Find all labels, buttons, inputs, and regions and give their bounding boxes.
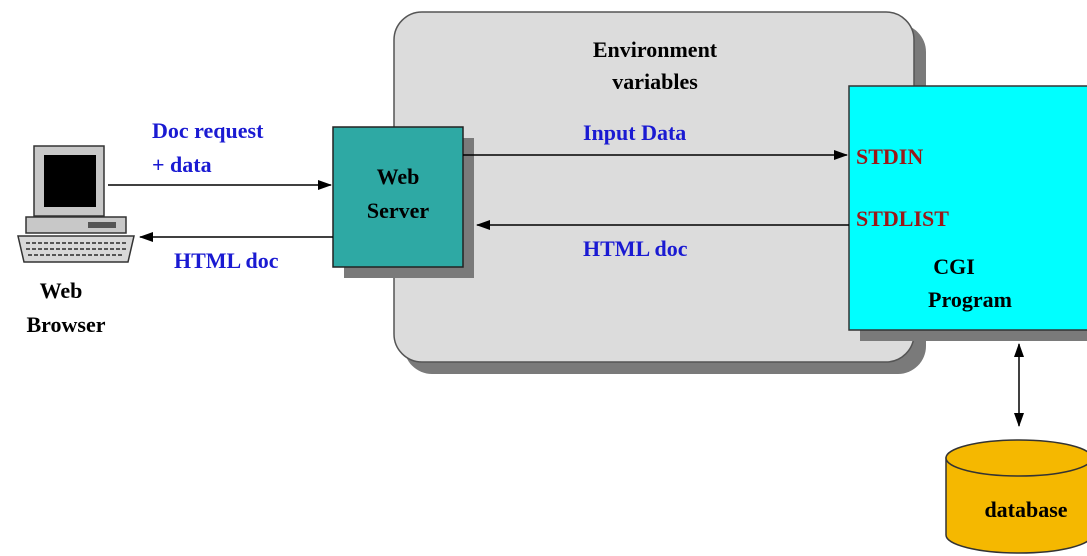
web-server-label-line2: Server — [367, 198, 430, 223]
env-title-line1: Environment — [593, 37, 718, 62]
cgi-program-box: STDIN STDLIST CGI Program — [848, 85, 1087, 341]
stdin-label: STDIN — [856, 144, 923, 169]
web-server-box: Web Server — [332, 126, 474, 278]
env-title-line2: variables — [612, 69, 698, 94]
cgi-label-line2: Program — [928, 287, 1012, 312]
cgi-label-line1: CGI — [933, 254, 975, 279]
browser-html-doc-label: HTML doc — [174, 248, 279, 273]
environment-box: Environment variables — [393, 11, 926, 374]
database-icon: database — [945, 439, 1087, 554]
request-label-line1: Doc request — [152, 118, 264, 143]
input-data-label: Input Data — [583, 120, 686, 145]
web-server-label-line1: Web — [377, 164, 420, 189]
stdout-label: STDLIST — [856, 206, 949, 231]
browser-label-line1: Web — [40, 278, 83, 303]
server-html-doc-label: HTML doc — [583, 236, 688, 261]
computer-icon — [17, 145, 135, 263]
browser-label-line2: Browser — [26, 312, 105, 337]
request-label-line2: + data — [152, 152, 212, 177]
database-label: database — [984, 497, 1067, 522]
